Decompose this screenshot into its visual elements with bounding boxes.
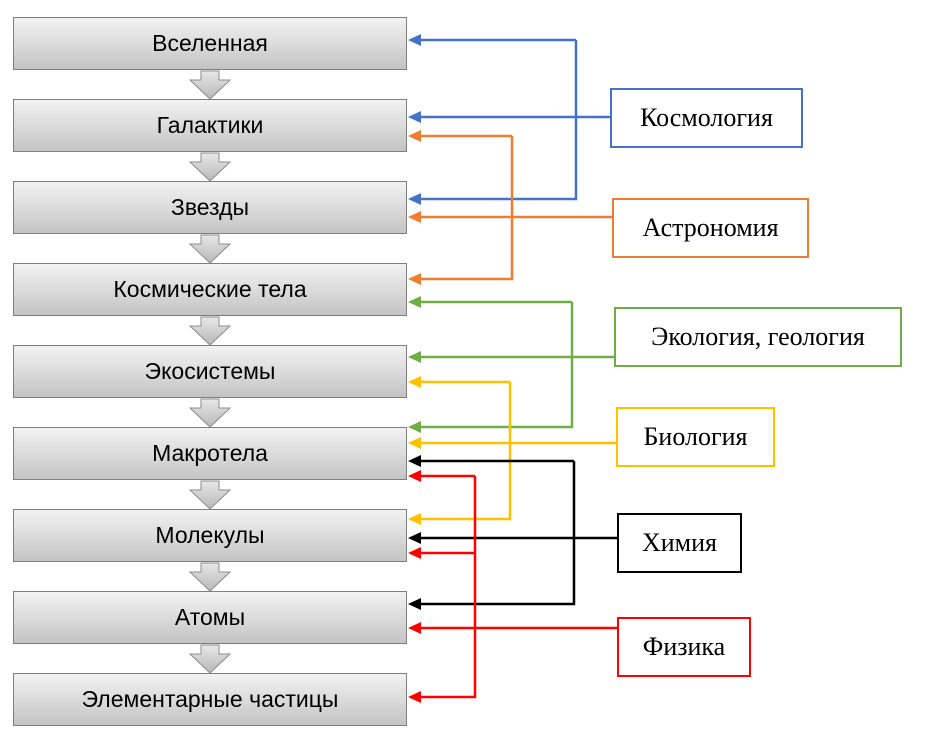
arrowhead [408,455,421,467]
down-arrow [188,152,232,182]
arrowhead [408,130,421,142]
down-arrow [188,316,232,346]
physics-connector [418,474,617,699]
down-arrows [188,70,232,674]
down-arrow [188,644,232,674]
down-arrow [188,234,232,264]
science-box-ecology-geology: Экология, геология [614,307,902,367]
arrowhead [408,211,421,223]
down-arrow [188,480,232,510]
science-label: Космология [640,103,773,132]
biology-connector [418,380,616,521]
level-label: Атомы [174,604,246,630]
arrowhead [408,421,421,433]
level-box-atoms: Атомы [13,591,407,644]
level-label: Элементарные частицы [81,686,339,712]
down-arrow [188,398,232,428]
down-arrow [188,562,232,592]
science-label: Биология [643,422,748,451]
level-label: Космические тела [113,276,307,302]
science-box-chemistry: Химия [617,513,742,573]
arrowhead [408,691,421,703]
science-box-astronomy: Астрономия [612,198,809,258]
level-box-galaxies: Галактики [13,99,407,152]
arrowhead [408,513,421,525]
arrowhead [408,111,421,123]
arrowhead [408,351,421,363]
ecology-connector [418,300,614,429]
level-label: Макротела [152,440,268,466]
cosmology-connector [418,38,610,201]
level-label: Вселенная [152,30,268,56]
arrowhead [408,470,421,482]
chemistry-connector [418,459,617,606]
arrowhead [408,598,421,610]
level-box-cosmic-bodies: Космические тела [13,263,407,316]
science-box-biology: Биология [616,407,775,467]
arrowhead [408,437,421,449]
level-box-molecules: Молекулы [13,509,407,562]
science-label: Химия [641,528,718,557]
arrowhead [408,193,421,205]
level-label: Экосистемы [144,358,276,384]
arrowhead [408,34,421,46]
science-label: Физика [642,632,726,661]
level-label: Молекулы [155,522,265,548]
arrowhead [408,532,421,544]
level-box-stars: Звезды [13,181,407,234]
arrowhead [408,376,421,388]
level-box-universe: Вселенная [13,17,407,70]
arrowhead [408,296,421,308]
astronomy-connector [418,134,612,281]
arrowhead [408,622,421,634]
level-box-elementary-particles: Элементарные частицы [13,673,407,726]
science-label: Астрономия [642,213,779,242]
level-label: Звезды [170,194,250,220]
down-arrow [188,70,232,100]
level-label: Галактики [156,112,264,138]
arrowhead [408,547,421,559]
science-box-physics: Физика [617,617,751,677]
arrowhead [408,273,421,285]
level-box-macrobodies: Макротела [13,427,407,480]
science-label: Экология, геология [651,322,865,351]
level-box-ecosystems: Экосистемы [13,345,407,398]
science-box-cosmology: Космология [610,88,803,148]
